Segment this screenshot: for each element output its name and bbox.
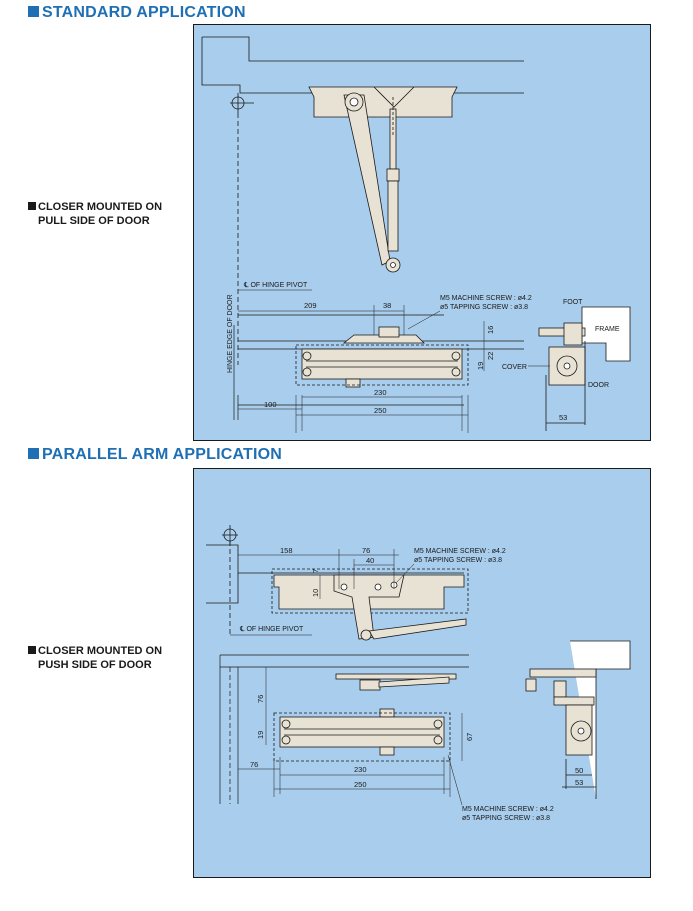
dim-10: 10 [311,589,320,597]
dim-50: 50 [575,766,583,775]
hinge-edge-label: HINGE EDGE OF DOOR [227,294,234,373]
standard-diagram: ℄ OF HINGE PIVOT HINGE EDGE OF DOOR 209 … [201,36,631,433]
forearm-tube [387,180,399,252]
dim-19: 19 [476,362,485,370]
standard-side-label-line1: CLOSER MOUNTED ON [38,201,163,213]
tapping-screw-label-bottom: ø5 TAPPING SCREW : ø3.8 [462,815,550,822]
dim-76-top: 76 [362,546,370,555]
parallel-section-title: PARALLEL ARM APPLICATION [28,446,282,464]
tapping-screw-label-top: ø5 TAPPING SCREW : ø3.8 [414,557,502,564]
bullet-square-icon [28,202,36,210]
dim-19: 19 [256,731,265,739]
closer-body-side [279,716,445,748]
title-square-icon [28,448,39,459]
frame-end-view [581,306,631,362]
parallel-side-label-line2: PUSH SIDE OF DOOR [38,659,152,671]
standard-diagram-panel: ℄ OF HINGE PIVOT HINGE EDGE OF DOOR 209 … [193,24,651,441]
dim-16: 16 [486,326,495,334]
dim-230: 230 [354,765,367,774]
dim-40: 40 [366,556,374,565]
frame-outline [202,36,524,62]
dim-53: 53 [559,413,567,422]
dim-250: 250 [374,406,387,415]
parallel-title-text: PARALLEL ARM APPLICATION [42,446,283,463]
frame-top [206,544,464,574]
dim-38: 38 [383,301,391,310]
forearm [368,618,467,640]
dim-7: 7 [311,569,320,573]
top-bracket [529,668,597,678]
dim-230: 230 [374,388,387,397]
main-arm [343,94,391,266]
dim-53: 53 [575,778,583,787]
bullet-square-icon [28,646,36,654]
arm-side-top [335,673,457,680]
dim-250: 250 [354,780,367,789]
door-label: DOOR [588,382,609,389]
door-top-edge [201,37,524,94]
closer-body-side [301,348,463,380]
dim-67: 67 [465,733,474,741]
standard-section-title: STANDARD APPLICATION [28,4,246,22]
standard-side-label: CLOSER MOUNTED ON PULL SIDE OF DOOR [28,200,162,228]
arm-side [342,334,425,344]
parallel-side-label-line1: CLOSER MOUNTED ON [38,645,163,657]
cover-outline [295,344,469,386]
dim-158: 158 [280,546,293,555]
parallel-side-label: CLOSER MOUNTED ON PUSH SIDE OF DOOR [28,644,162,672]
dim-22: 22 [486,352,495,360]
m5-screw-label-bottom: M5 MACHINE SCREW : ø4.2 [462,806,554,813]
parallel-diagram: 158 76 40 7 10 M5 MACHINE SCREW : ø4.2 ø… [206,525,631,822]
dim-76-bottom: 76 [250,760,258,769]
parallel-diagram-panel: 158 76 40 7 10 M5 MACHINE SCREW : ø4.2 ø… [193,468,651,878]
cover-outline [273,712,451,762]
frame-label: FRAME [595,326,620,333]
tapping-screw-label: ø5 TAPPING SCREW : ø3.8 [440,304,528,311]
cover-label: COVER [502,364,527,371]
m5-screw-label-top: M5 MACHINE SCREW : ø4.2 [414,548,506,555]
dim-100: 100 [264,400,277,409]
standard-side-label-line2: PULL SIDE OF DOOR [38,215,150,227]
hinge-pivot-label: ℄ OF HINGE PIVOT [243,282,308,289]
bracket-v [373,86,415,108]
foot-label: FOOT [563,299,583,306]
title-square-icon [28,6,39,17]
hinge-pivot-label: ℄ OF HINGE PIVOT [239,626,304,633]
dim-209: 209 [304,301,317,310]
closer-body-top [308,86,458,118]
dim-76-vertical: 76 [256,695,265,703]
foot-bracket [538,327,586,337]
frame-end-view [570,640,631,799]
m5-screw-label: M5 MACHINE SCREW : ø4.2 [440,295,532,302]
standard-title-text: STANDARD APPLICATION [42,4,246,21]
